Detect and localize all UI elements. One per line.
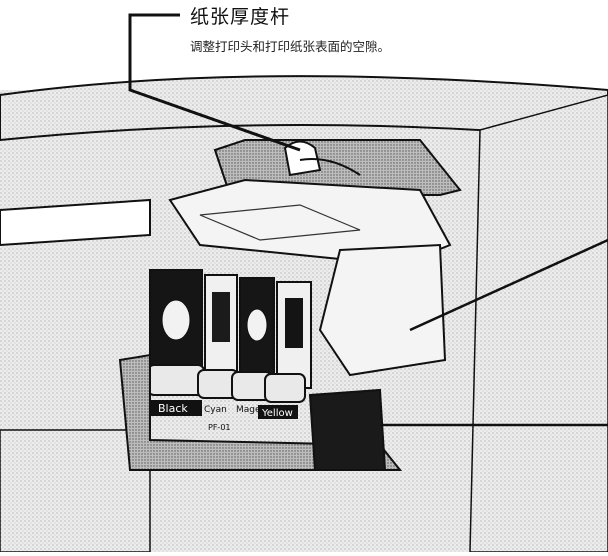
right-leader-lines [380,238,608,427]
cartridge-yellow[interactable]: Yellow [258,281,312,419]
callout-leader-line [128,13,301,152]
callout-title: 纸张厚度杆 [190,6,291,28]
printhead-model: PF-01 [208,423,231,432]
print-head-holder [118,353,403,471]
cartridge-black[interactable]: Black [147,269,205,416]
cartridge-label-yellow: Yellow [261,408,293,419]
cartridge-label-black: Black [158,402,188,415]
carriage-cover [168,178,452,377]
cartridge-label-cyan: Cyan [204,405,227,415]
ink-cartridges: Black Cyan Magenta Yellow PF-01 [147,269,312,432]
callout-description: 调整打印头和打印纸张表面的空隙。 [190,39,391,54]
cartridge-label-magenta: Magenta [236,405,275,415]
cartridge-magenta[interactable]: Magenta [231,277,275,415]
